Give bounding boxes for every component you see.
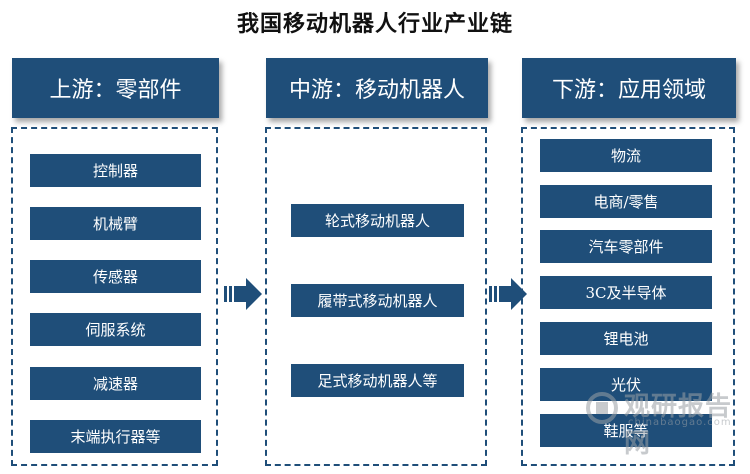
downstream-item-auto-parts: 汽车零部件 xyxy=(540,230,712,263)
upstream-header: 上游：零部件 xyxy=(12,58,219,118)
watermark-text: 观研报告网 xyxy=(624,392,733,459)
flow-arrow-icon xyxy=(489,278,527,310)
midstream-panel xyxy=(265,127,487,466)
upstream-item-sensor: 传感器 xyxy=(30,260,201,293)
downstream-item-logistics: 物流 xyxy=(540,139,712,172)
watermark: 观研报告网 chinabaogao.com xyxy=(586,384,746,459)
midstream-item-tracked: 履带式移动机器人 xyxy=(291,284,464,317)
downstream-item-lithium-battery: 锂电池 xyxy=(540,322,712,355)
upstream-item-servo: 伺服系统 xyxy=(30,313,201,346)
midstream-item-legged: 足式移动机器人等 xyxy=(291,364,464,397)
upstream-panel xyxy=(11,127,218,466)
midstream-item-wheeled: 轮式移动机器人 xyxy=(291,204,464,237)
downstream-item-apparel: 鞋服等 xyxy=(540,414,712,447)
downstream-panel xyxy=(521,127,735,466)
midstream-header: 中游：移动机器人 xyxy=(266,58,488,118)
downstream-header: 下游：应用领域 xyxy=(522,58,736,118)
watermark-logo-icon xyxy=(586,392,618,424)
upstream-item-end-effector: 末端执行器等 xyxy=(30,420,201,453)
page-title: 我国移动机器人行业产业链 xyxy=(236,11,513,37)
watermark-url: chinabaogao.com xyxy=(628,417,732,428)
flow-arrow-icon xyxy=(224,278,262,310)
downstream-item-ecommerce: 电商/零售 xyxy=(540,185,712,218)
upstream-item-controller: 控制器 xyxy=(30,154,201,187)
upstream-item-robot-arm: 机械臂 xyxy=(30,207,201,240)
upstream-item-reducer: 减速器 xyxy=(30,367,201,400)
downstream-item-photovoltaic: 光伏 xyxy=(540,368,712,401)
downstream-item-3c-semiconductor: 3C及半导体 xyxy=(540,276,712,309)
